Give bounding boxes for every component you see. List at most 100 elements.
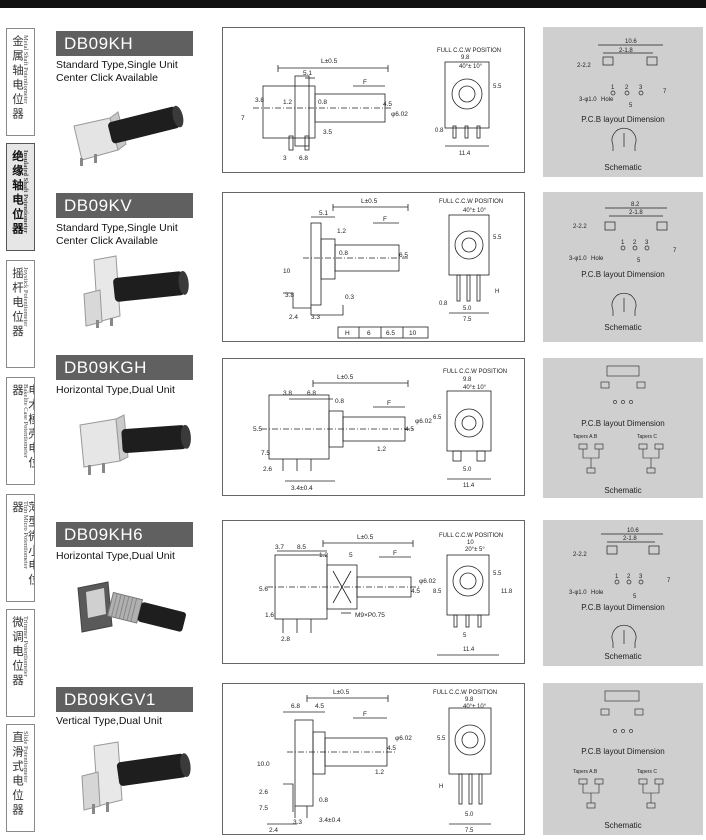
pin-number: 1 [615,574,619,580]
desc-line: Standard Type,Single Unit [56,222,178,234]
pcb-dim: 7 [663,89,667,95]
dim-value: 5 [349,552,353,559]
tab-label-cn: 金属轴电位器 [11,35,25,122]
pcb-panel: Tapers A.B Tapers C P.C.B layout Dimensi… [543,358,703,498]
table-cell: 6 [367,330,371,337]
model-title: DB09KV [56,193,193,218]
dim-length: L±0.5 [337,374,354,381]
tab-slide[interactable]: 直滑式电位器 Slide Potentiometer [6,724,35,832]
dim-value: 5.0 [463,467,472,473]
pcb-dim: 2-2.2 [573,552,587,558]
pcb-layout-label: P.C.B layout Dimension [581,270,665,279]
tab-label-en: Metal Shaft Potentiometer [22,35,29,104]
dim-value: H [439,784,443,790]
angle-value: 20°± 5° [465,547,485,553]
model-title: DB09KH [56,31,193,56]
dim-value: 3.8 [255,97,264,104]
side-view [283,204,409,316]
pcb-dim: Hole [591,256,604,262]
dim-value: 3.4±0.4 [291,485,313,492]
product-photo [73,105,184,166]
dim-value: F [363,711,367,718]
pcb-dim: 3-φ1.0 [569,590,587,596]
side-view [253,65,393,151]
tab-insulated-shaft[interactable]: 绝缘轴电位器 Insulated Shaft Potentiometer [6,143,35,251]
taper-label: Tapers A.B [573,434,598,440]
dim-value: 1.2 [319,552,328,559]
dim-value: 6.5 [433,415,442,421]
model-description: Horizontal Type,Dual Unit [56,384,175,397]
dim-value: 2.6 [263,466,272,473]
dim-value: 3.3 [311,314,320,321]
model-description: Horizontal Type,Dual Unit [56,550,175,563]
dim-value: 2.6 [259,789,268,796]
dim-value: 10 [283,268,291,275]
dim-value: 4.5 [315,703,324,710]
dim-value: 7.5 [463,317,472,323]
tab-label-en: Thin Micro Potentiometer [22,501,29,569]
dim-value: 1.2 [337,228,346,235]
dim-value: 6.8 [299,155,308,162]
full-ccw-label: FULL C.C.W POSITION [439,533,503,539]
tab-thin-micro[interactable]: 薄型微小电位器 Thin Micro Potentiometer [6,494,35,602]
tab-metal-shaft[interactable]: 金属轴电位器 Metal Shaft Potentiometer [6,28,35,136]
dimension-drawing: L±0.5 5.1 F 1.2 0.8 10 3.8 2.4 3.3 0.3 6… [222,192,525,342]
tab-label-cn: 绝缘轴电位器 [11,150,25,237]
dim-value: 5.5 [253,426,262,433]
tab-label-en: Slide Potentiometer [22,731,29,783]
table-cell: 6.5 [386,330,395,337]
dim-value: 2.4 [269,827,278,834]
dim-value: φ6.02 [415,418,432,425]
desc-line: Center Click Available [56,235,158,247]
pcb-dim: 2-1.8 [629,210,643,216]
desc-line: Vertical Type,Dual Unit [56,715,163,727]
pcb-layout-label: P.C.B layout Dimension [581,419,665,428]
pcb-dim: 7 [673,248,677,254]
dim-value: 3.7 [275,544,284,551]
taper-c-diagram [638,443,664,474]
schematic-label: Schematic [604,652,642,661]
model-title: DB09KGV1 [56,687,193,712]
dim-value: 5.5 [493,235,502,241]
dim-value: 4.5 [411,588,420,595]
dim-value: 3.8 [285,292,294,299]
angle-value: 40°± 10° [463,208,487,214]
desc-line: Standard Type,Single Unit [56,59,178,71]
tab-bakelite-case[interactable]: 电木模壳电位器 Bakelite Case Potentiometer [6,377,35,485]
tab-label-en: Bakelite Case Potentiometer [22,384,29,459]
pcb-panel: 8.2 2-1.8 2-2.2 3-φ1.0 Hole 7 5 1 2 3 P.… [543,192,703,342]
dim-value: φ6.02 [395,735,412,742]
pcb-dim: 3-φ1.0 [579,97,597,103]
tab-joystick[interactable]: 摇杆电位器 Joystick Potentiometer [6,260,35,368]
dim-value: 5.0 [463,306,472,312]
taper-ab-diagram [578,443,604,474]
pcb-panel: 10.6 2-1.8 2-2.2 3-φ1.0 Hole 7 5 1 2 3 P… [543,27,703,177]
tab-trimmer[interactable]: 微调电位器 Trimmer Potentiometer [6,609,35,717]
product-photo [77,581,187,633]
pcb-dim: 5 [637,258,641,264]
dim-length: L±0.5 [321,58,338,65]
dim-value: F [383,216,387,223]
table-cell: 10 [409,330,417,337]
tab-label-cn: 直滑式电位器 [11,731,25,818]
tab-label-en: Insulated Shaft Potentiometer [22,150,29,234]
dim-value: 11.4 [463,483,475,489]
schematic-label: Schematic [604,163,642,172]
dim-value: 10 [467,540,474,546]
dim-value: 6.8 [291,703,300,710]
dim-value: 7 [241,115,245,122]
dim-value: 5 [463,633,467,639]
tab-label-cn: 摇杆电位器 [11,267,25,340]
dim-value: 10.0 [257,761,270,768]
dim-value: 3.5 [323,129,332,136]
dim-value: 6.5 [399,252,408,259]
front-view [448,214,490,314]
tab-label-en: Trimmer Potentiometer [22,616,29,677]
dim-value: 0.8 [339,250,348,257]
pcb-panel: 10.6 2-1.8 2-2.2 3-φ1.0 Hole 7 5 1 2 3 P… [543,520,703,666]
pin-number: 3 [645,240,649,246]
pcb-panel: Tapers A.B Tapers C P.C.B layout Dimensi… [543,683,703,835]
dim-value: 5.1 [319,210,328,217]
dim-value: 5.5 [493,84,502,90]
dim-length: L±0.5 [333,689,350,696]
